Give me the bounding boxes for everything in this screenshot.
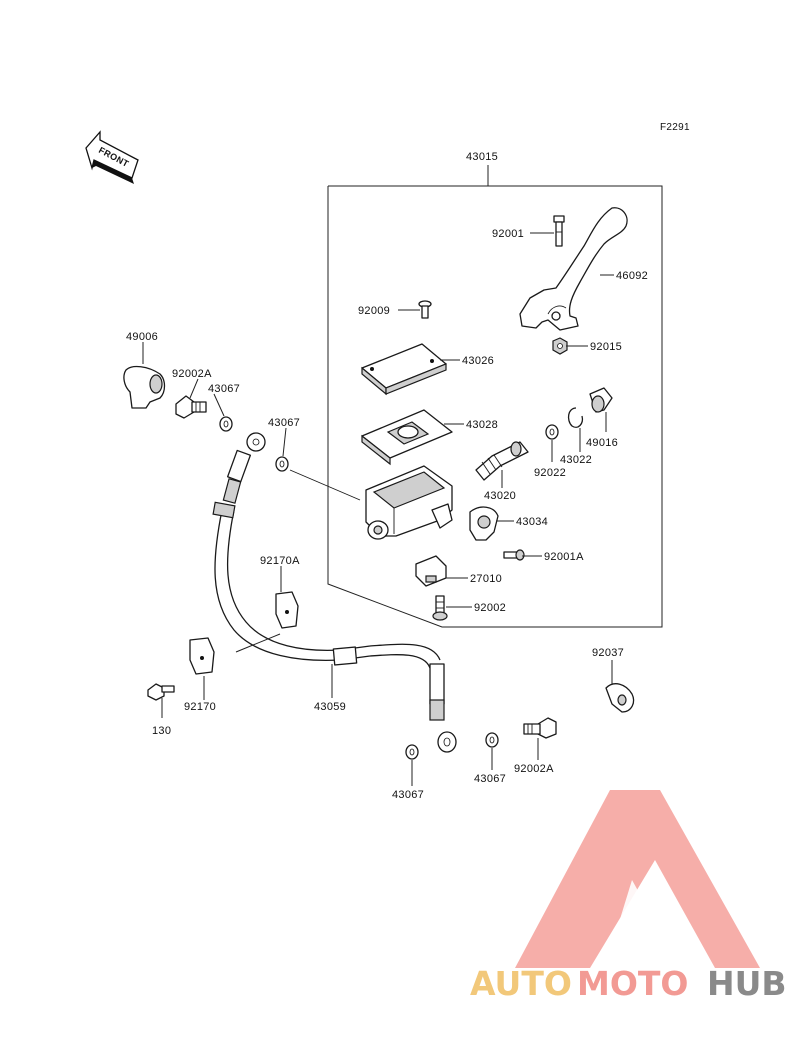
part-labels: 43015 92001 46092 92009 92015 43026 4302… xyxy=(126,151,648,801)
washer-43067-bot2 xyxy=(485,732,499,748)
screw-92009 xyxy=(418,300,432,319)
watermark-hub-text: HUB xyxy=(707,964,787,1003)
label-43028: 43028 xyxy=(466,419,498,431)
label-43067-mid: 43067 xyxy=(268,417,300,429)
watermark-moto-text: MOTO xyxy=(577,964,688,1003)
watermark-auto-text: AUTO xyxy=(470,964,572,1003)
banjo-cap-49006 xyxy=(123,365,166,409)
label-43067-bot1: 43067 xyxy=(392,789,424,801)
banjo-bolt-92002A-top xyxy=(175,395,207,419)
assembly-bracket-43015 xyxy=(327,165,663,628)
label-92015: 92015 xyxy=(590,341,622,353)
label-43067-top: 43067 xyxy=(208,383,240,395)
label-92001A: 92001A xyxy=(544,551,584,563)
label-130: 130 xyxy=(152,725,171,737)
label-92022: 92022 xyxy=(534,467,566,479)
brake-switch-27010 xyxy=(415,555,447,587)
brake-hose-43059 xyxy=(212,432,457,753)
label-92002A-top: 92002A xyxy=(172,368,212,380)
banjo-bolt-92002A-bottom xyxy=(523,717,557,739)
label-92002: 92002 xyxy=(474,602,506,614)
watermark-triangle-inner xyxy=(605,880,660,968)
label-43059: 43059 xyxy=(314,701,346,713)
reservoir-cap-43026 xyxy=(361,343,447,396)
label-92037: 92037 xyxy=(592,647,624,659)
leader-lines xyxy=(142,232,614,786)
brake-lever-46092 xyxy=(519,207,628,331)
label-27010: 27010 xyxy=(470,573,502,585)
label-43034: 43034 xyxy=(516,516,548,528)
label-92002A-bottom: 92002A xyxy=(514,763,554,775)
label-92001: 92001 xyxy=(492,228,524,240)
label-92170A: 92170A xyxy=(260,555,300,567)
label-43015: 43015 xyxy=(466,151,498,163)
washer-92022 xyxy=(545,424,559,440)
label-49016: 49016 xyxy=(586,437,618,449)
clamp-43034 xyxy=(469,506,499,541)
hose-clamp-92170A xyxy=(275,591,299,629)
watermark-logo: AUTO MOTO HUB xyxy=(470,790,787,1003)
front-arrow-icon: FRONT xyxy=(85,130,139,184)
nut-92015 xyxy=(552,337,568,355)
label-92170: 92170 xyxy=(184,701,216,713)
bolt-92002 xyxy=(432,595,448,621)
label-43022: 43022 xyxy=(560,454,592,466)
watermark-triangle xyxy=(515,790,760,968)
washer-43067-mid xyxy=(275,456,289,472)
bolt-92001A xyxy=(503,549,525,561)
label-43020: 43020 xyxy=(484,490,516,502)
clamp-92037 xyxy=(605,683,635,713)
figure-code: F2291 xyxy=(660,122,690,133)
bolt-130 xyxy=(147,683,175,701)
washer-43067-bot1 xyxy=(405,744,419,760)
circlip-43022 xyxy=(567,407,584,428)
dust-boot-49016 xyxy=(589,387,613,413)
label-43067-bot2: 43067 xyxy=(474,773,506,785)
washer-43067-top xyxy=(219,416,233,432)
label-92009: 92009 xyxy=(358,305,390,317)
master-cylinder-body xyxy=(365,465,453,540)
diaphragm-43028 xyxy=(361,409,453,466)
label-49006: 49006 xyxy=(126,331,158,343)
label-46092: 46092 xyxy=(616,270,648,282)
hose-clamp-92170 xyxy=(189,637,215,675)
bolt-92001 xyxy=(553,215,565,247)
piston-kit-43020 xyxy=(475,441,529,481)
label-43026: 43026 xyxy=(462,355,494,367)
